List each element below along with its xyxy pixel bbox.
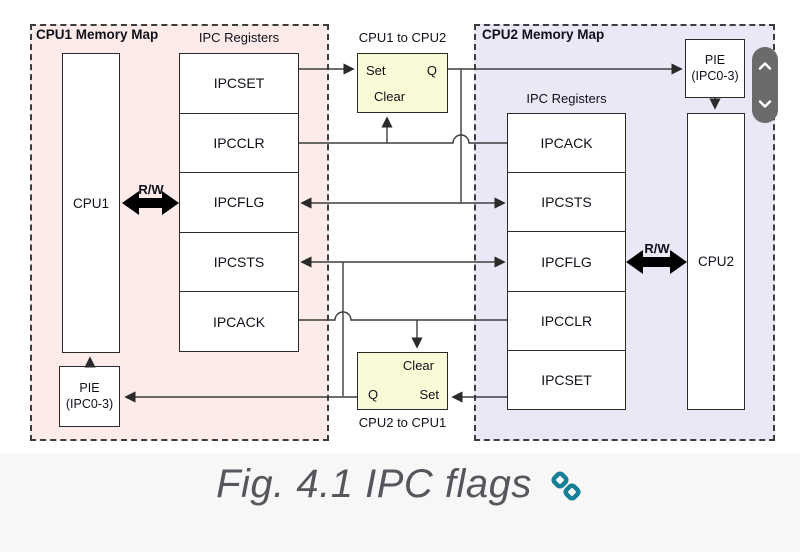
cpu1-rw-label: R/W <box>138 182 164 197</box>
cpu1-register-stack: IPCSET IPCCLR IPCFLG IPCSTS IPCACK <box>179 53 299 352</box>
cpu2-pie-label-line1: PIE <box>704 52 726 67</box>
cpu1-pie-label-line1: PIE <box>79 380 100 395</box>
cpu2-register-ipcack: IPCACK <box>508 114 625 174</box>
cpu2-pie-label-line2: (IPC0-3) <box>691 68 739 83</box>
chain-link-icon[interactable] <box>548 468 584 504</box>
flipflop-top-set-label: Set <box>366 63 386 78</box>
figure-caption-row: Fig. 4.1 IPC flags <box>0 452 800 516</box>
flipflop-bottom-title: CPU2 to CPU1 <box>358 415 447 430</box>
flipflop-bottom-set-label: Set <box>419 387 439 402</box>
cpu2-register-ipcflg: IPCFLG <box>508 232 625 292</box>
cpu1-register-ipcclr: IPCCLR <box>180 114 298 174</box>
chevron-up-icon <box>757 59 773 74</box>
figure-caption: Fig. 4.1 IPC flags <box>216 461 532 506</box>
cpu1-register-ipcack: IPCACK <box>212 313 266 330</box>
cpu1-register-ipcflg: IPCFLG <box>180 173 298 233</box>
scroll-widget[interactable] <box>752 47 778 123</box>
cpu1-register-ipcset: IPCSET <box>180 54 298 114</box>
cpu1-pie-box: PIE (IPC0-3) <box>59 366 120 427</box>
flipflop-top-title: CPU1 to CPU2 <box>358 30 447 45</box>
scroll-up-button[interactable] <box>752 47 778 85</box>
cpu2-register-ipcsts: IPCSTS <box>508 173 625 233</box>
cpu2-register-stack: IPCACK IPCSTS IPCFLG IPCCLR IPCSET <box>507 113 626 410</box>
cpu2-pie-box: PIE (IPC0-3) <box>685 39 745 98</box>
cpu2-box: CPU2 <box>687 113 745 410</box>
cpu1-box: CPU1 <box>62 53 120 353</box>
chevron-down-icon <box>757 97 773 112</box>
cpu2-to-cpu1-flipflop: Clear Q Set <box>357 352 448 410</box>
cpu2-register-ipcset: IPCSET <box>541 371 592 388</box>
cpu1-ipc-registers-title: IPC Registers <box>198 30 280 45</box>
flipflop-top-clear-label: Clear <box>374 89 406 104</box>
flipflop-top-q-label: Q <box>426 63 437 78</box>
cpu1-to-cpu2-flipflop: Set Q Clear <box>357 53 448 113</box>
cpu1-pie-label-line2: (IPC0-3) <box>65 396 114 411</box>
flipflop-bottom-clear-label: Clear <box>402 358 434 373</box>
flipflop-bottom-q-label: Q <box>368 387 379 402</box>
cpu1-memory-map-title: CPU1 Memory Map <box>36 27 159 42</box>
cpu2-rw-label: R/W <box>644 241 670 256</box>
cpu2-register-ipcclr: IPCCLR <box>508 292 625 351</box>
cpu1-register-ipcsts: IPCSTS <box>180 233 298 293</box>
cpu2-memory-map-title: CPU2 Memory Map <box>482 27 605 42</box>
scroll-down-button[interactable] <box>752 85 778 123</box>
cpu2-ipc-registers-title: IPC Registers <box>526 91 607 106</box>
